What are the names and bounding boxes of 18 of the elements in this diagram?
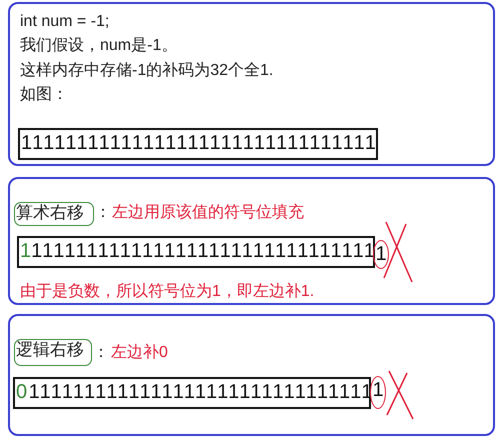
text-line: 我们假设，num是-1。 xyxy=(20,36,178,56)
text-line: 这样内存中存储-1的补码为32个全1. xyxy=(20,61,274,81)
note-text: 左边补0 xyxy=(111,343,168,363)
term-label-box: 逻辑右移 xyxy=(14,339,92,366)
discarded-bit-circle: 1 xyxy=(373,240,389,269)
colon: ： xyxy=(95,203,111,223)
note-text: 左边用原该值的符号位填充 xyxy=(112,203,304,223)
text-line: int num = -1; xyxy=(20,12,110,32)
colon: ： xyxy=(93,343,109,363)
text-line: 如图： xyxy=(20,85,68,105)
bit-string-box: 11111111111111111111111111111111 xyxy=(18,128,378,160)
note-text: 由于是负数，所以符号位为1，即左边补1. xyxy=(20,282,314,302)
panel-card xyxy=(8,2,495,166)
discarded-bit-circle: 1 xyxy=(370,376,386,409)
bit-string-box: 11111111111111111111111111111111 xyxy=(17,236,375,268)
panel-card xyxy=(8,177,495,305)
panel-card xyxy=(8,314,495,436)
term-label-box: 算术右移 xyxy=(14,202,94,226)
